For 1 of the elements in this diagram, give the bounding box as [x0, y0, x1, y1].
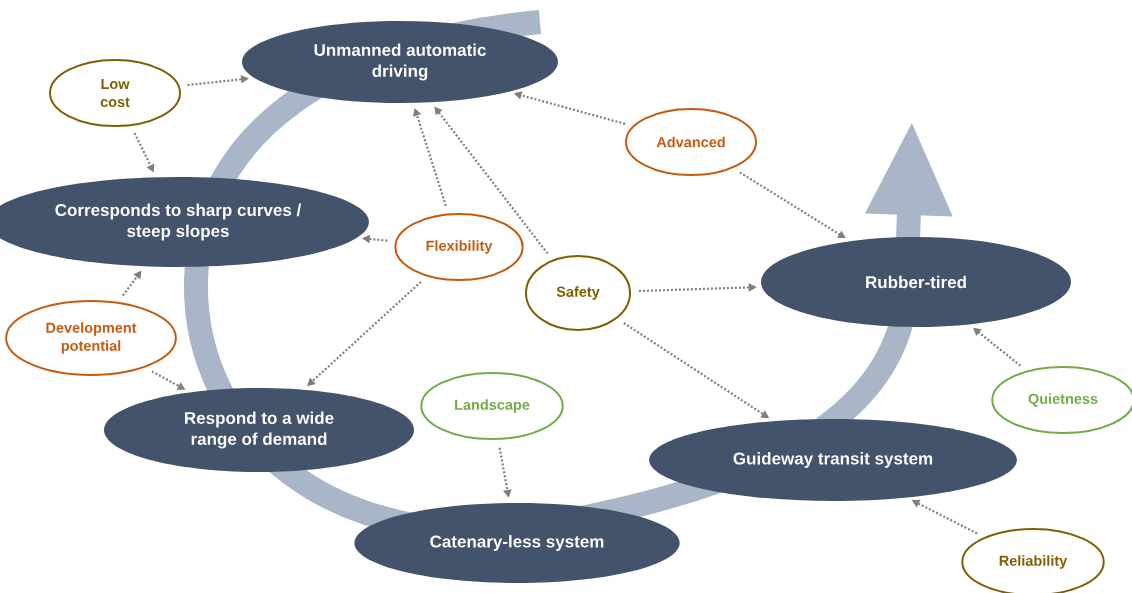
arrow: [739, 171, 846, 239]
